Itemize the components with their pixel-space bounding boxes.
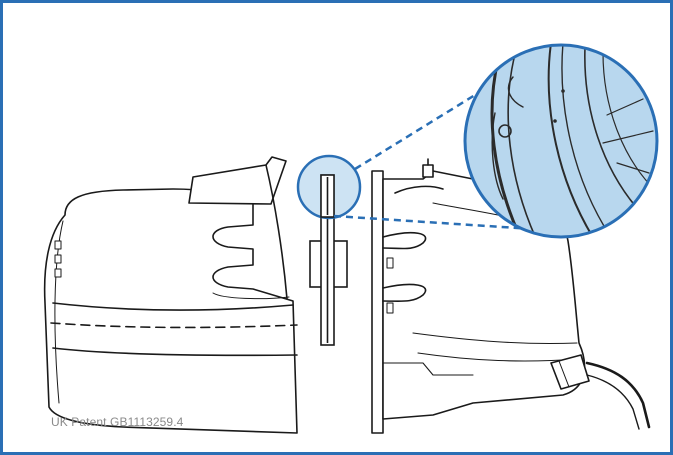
patent-drawing [43,43,659,434]
zoom-circle-border [463,43,659,239]
left-housing [43,156,298,434]
zoom-circle-fill [465,45,657,237]
leader-line-top [354,93,476,171]
patent-caption: UK Patent GB1113259.4 [51,415,184,429]
